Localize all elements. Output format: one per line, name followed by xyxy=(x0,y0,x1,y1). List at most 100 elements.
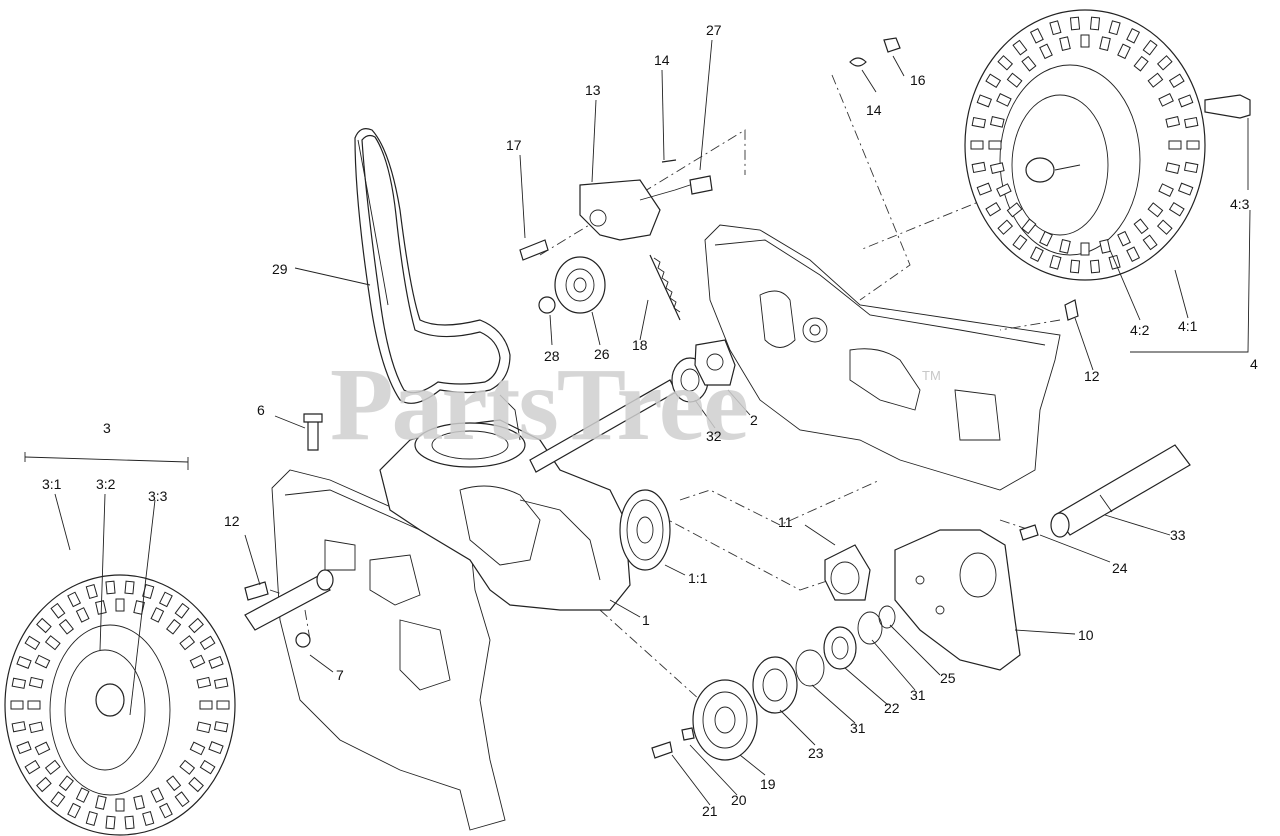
callout-21: 21 xyxy=(702,803,718,819)
right-tire-tread-lug xyxy=(976,182,992,196)
right-tire-tread-lug xyxy=(1183,116,1199,129)
right-tire-tread-lug xyxy=(1133,218,1149,235)
callout-16: 16 xyxy=(910,72,926,88)
left-tire-tread-lug xyxy=(16,741,32,755)
callout-12-left: 12 xyxy=(224,513,240,529)
left-tire-tread-lug xyxy=(124,815,135,830)
right-tire-tread-lug xyxy=(1006,202,1023,218)
left-tire-tread-lug xyxy=(105,815,116,830)
left-tire-tread-lug xyxy=(150,607,165,623)
left-tire-tread-lug xyxy=(115,598,125,612)
right-wheel xyxy=(849,9,1251,321)
right-tire-tread-lug xyxy=(1147,202,1164,218)
callout-1-1: 1:1 xyxy=(688,570,708,586)
callout-24: 24 xyxy=(1112,560,1128,576)
right-tire-tread-lug xyxy=(1142,39,1158,56)
right-tire-tread-lug xyxy=(1099,36,1111,51)
left-tire-tread-lug xyxy=(189,654,206,669)
left-axle-hardware xyxy=(244,413,334,648)
bearing-plate xyxy=(894,529,1021,671)
left-tire-tread-lug xyxy=(34,654,51,669)
right-tire-tread-lug xyxy=(1158,93,1174,107)
callout-4: 4 xyxy=(1250,356,1258,372)
right-tire-tread-lug xyxy=(997,55,1014,71)
callout-12-right: 12 xyxy=(1084,368,1100,384)
right-tire-tread-lug xyxy=(1012,39,1028,56)
left-tire-tread-lug xyxy=(124,580,135,595)
right-tire-tread-lug xyxy=(997,219,1014,235)
right-tire-tread-lug xyxy=(1168,201,1185,217)
left-tire-tread-lug xyxy=(58,618,74,635)
right-pulley-stack xyxy=(651,544,896,761)
right-tire-tread-lug xyxy=(1178,182,1194,196)
callout-18: 18 xyxy=(632,337,648,353)
callout-29: 29 xyxy=(272,261,288,277)
left-tire-tread-lug xyxy=(85,811,98,826)
right-tire-tread-lug xyxy=(1080,34,1090,48)
right-tire-tread-lug xyxy=(1021,218,1037,235)
left-tire-tread-lug xyxy=(105,580,116,595)
left-tire-tread-lug xyxy=(199,635,216,651)
callout-27: 27 xyxy=(706,22,722,38)
right-tire-tread-lug xyxy=(1021,55,1037,72)
right-tire-tread-lug xyxy=(1029,246,1044,263)
callout-22: 22 xyxy=(884,700,900,716)
right-tire-tread-lug xyxy=(1117,230,1131,247)
left-tire-tread-lug xyxy=(158,802,173,819)
left-tire-tread-lug xyxy=(95,600,107,615)
right-tire-tread-lug xyxy=(971,161,987,174)
callout-6: 6 xyxy=(257,402,265,418)
callout-14-right: 14 xyxy=(866,102,882,118)
left-tire-tread-lug xyxy=(199,759,216,775)
right-tire-tread-lug xyxy=(1158,183,1174,197)
left-tire-tread-lug xyxy=(24,635,41,651)
left-tire-tread-lug xyxy=(179,635,196,651)
right-tire-tread-lug xyxy=(1029,27,1044,44)
callout-2: 2 xyxy=(750,412,758,428)
callout-3-3: 3:3 xyxy=(148,488,168,504)
left-tire-tread-lug xyxy=(50,602,66,619)
right-tire-tread-lug xyxy=(1039,43,1053,60)
callout-11: 11 xyxy=(778,514,793,530)
upper-shaft xyxy=(529,339,736,473)
right-tire-tread-lug xyxy=(1006,72,1023,88)
callout-20: 20 xyxy=(731,792,747,808)
callout-3-2: 3:2 xyxy=(96,476,116,492)
right-tire-tread-lug xyxy=(1089,259,1101,274)
right-tire-tread-lug xyxy=(989,116,1005,128)
left-tire-tread-lug xyxy=(174,602,190,619)
right-tire-tread-lug xyxy=(1165,162,1181,174)
callout-26: 26 xyxy=(594,346,610,362)
left-tire-tread-lug xyxy=(142,811,155,826)
right-tire-tread-lug xyxy=(1165,116,1181,128)
right-axle xyxy=(1019,444,1191,541)
right-frame-plate xyxy=(704,224,1061,491)
left-tire-tread-lug xyxy=(10,700,24,710)
left-tire-tread-lug xyxy=(95,795,107,810)
callout-17: 17 xyxy=(506,137,522,153)
watermark: PartsTree xyxy=(330,347,749,462)
left-tire-tread-lug xyxy=(67,802,82,819)
right-tire-tread-lug xyxy=(1133,55,1149,72)
callout-4-3: 4:3 xyxy=(1230,196,1250,212)
right-tire-tread-lug xyxy=(971,116,987,129)
watermark-trademark: TM xyxy=(922,368,941,383)
callout-3-1: 3:1 xyxy=(42,476,62,492)
callout-14-top: 14 xyxy=(654,52,670,68)
callout-3: 3 xyxy=(103,420,111,436)
idler-bracket xyxy=(519,159,713,321)
right-tire-tread-lug xyxy=(1126,246,1141,263)
right-tire-tread-lug xyxy=(1069,259,1081,274)
callout-25: 25 xyxy=(940,670,956,686)
right-tire-tread-lug xyxy=(1012,234,1028,251)
left-tire-tread-lug xyxy=(75,607,90,623)
left-tire-tread-lug xyxy=(85,584,98,599)
left-tire-tread-lug xyxy=(58,775,74,792)
right-tire-tread-lug xyxy=(1099,239,1111,254)
right-tire-tread-lug xyxy=(985,201,1002,217)
right-tire-tread-lug xyxy=(1168,73,1185,89)
callout-31-upper: 31 xyxy=(910,687,926,703)
left-tire-tread-lug xyxy=(67,591,82,608)
callout-32: 32 xyxy=(706,428,722,444)
